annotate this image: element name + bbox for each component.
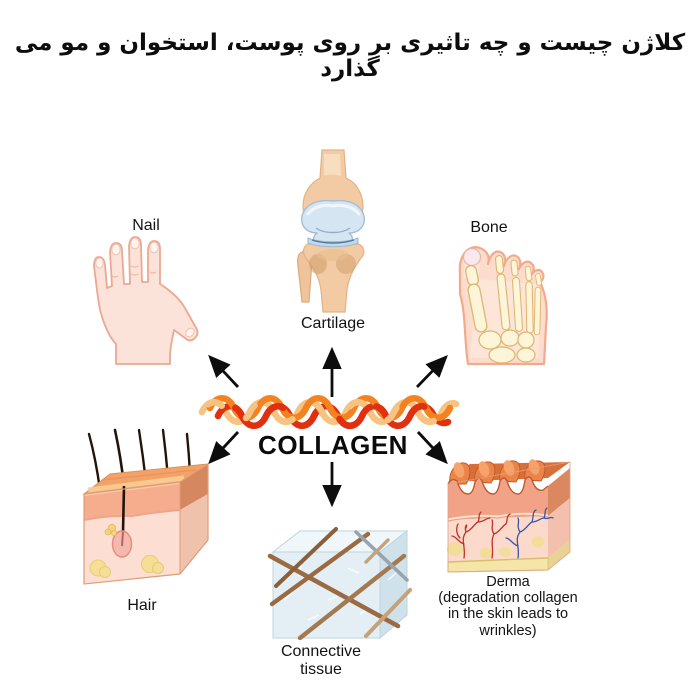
derma-label: Derma (degradation collagen in the skin … <box>438 574 578 639</box>
derma-cube-icon <box>447 459 571 573</box>
page-title: کلاژن چیست و چه تاثیری بر روی پوست، استخ… <box>14 30 686 82</box>
arrow-down-left <box>208 431 240 465</box>
fat-cells <box>89 555 164 578</box>
sebaceous-gland <box>104 524 117 537</box>
nail-middle <box>130 237 140 250</box>
foot-bones <box>465 255 542 336</box>
hand-icon <box>93 236 199 365</box>
nail-index <box>149 241 159 254</box>
hair-cube-icon <box>82 428 209 585</box>
derma-label-note: (degradation collagen in the skin leads … <box>438 590 578 639</box>
bone-label: Bone <box>470 219 508 236</box>
big-toe-nail <box>462 247 482 267</box>
arrow-lines <box>208 346 448 508</box>
nail-label: Nail <box>132 217 160 234</box>
arrow-down-right <box>416 431 448 465</box>
fat-cells <box>447 536 545 559</box>
derma-cube-illustration <box>447 459 571 573</box>
arrow-up-right <box>415 354 448 388</box>
knee-joint-icon <box>297 149 366 313</box>
braid-strands <box>198 395 460 429</box>
foot-bones-illustration <box>458 246 548 366</box>
nail-ring <box>111 243 121 256</box>
knee-joint-illustration <box>297 149 366 313</box>
tarsal-bones <box>478 329 536 364</box>
radiating-arrows <box>208 346 448 508</box>
collagen-fiber-braid <box>198 395 460 429</box>
connective-tissue-label: Connective tissue <box>280 643 362 678</box>
hair-label: Hair <box>127 597 157 614</box>
nail-pinky <box>95 257 104 269</box>
hand-illustration <box>93 236 199 365</box>
connective-cube-icon <box>267 527 412 641</box>
hair-skin-cube-illustration <box>82 428 209 585</box>
foot-icon <box>458 246 548 366</box>
blood-vessels <box>451 507 554 559</box>
derma-label-title: Derma <box>486 574 530 590</box>
collagen-fibers <box>267 527 412 641</box>
blue-vessel-tree <box>505 507 554 559</box>
arrow-up-left <box>208 354 240 388</box>
nail-thumb <box>185 327 195 338</box>
red-vessel-tree <box>451 511 511 559</box>
connective-tissue-cube-illustration <box>267 527 412 641</box>
collagen-center-label: COLLAGEN <box>258 430 408 460</box>
cartilage-label: Cartilage <box>300 315 366 332</box>
